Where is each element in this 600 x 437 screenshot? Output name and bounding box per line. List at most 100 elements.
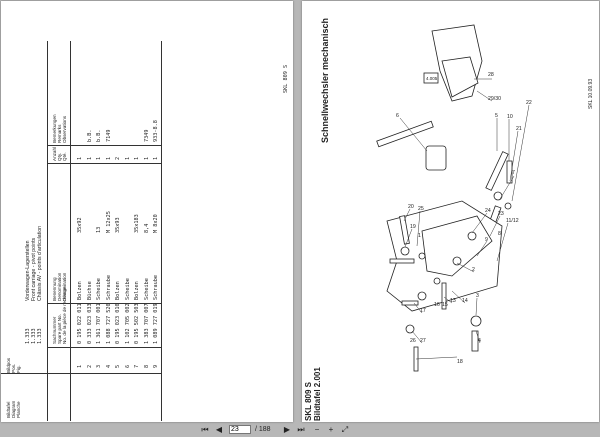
leader-lines	[399, 78, 530, 360]
row-dimension: 35x93	[115, 217, 121, 233]
callout-16: 16	[434, 302, 440, 308]
table-rule	[47, 145, 161, 146]
callout-9: 9	[485, 237, 488, 243]
callout-8: 8	[498, 231, 501, 237]
row-part-number: 1 383 707 007	[143, 303, 150, 344]
row-part-number: 1 088 727 520	[105, 303, 112, 344]
row-pos: 2	[86, 364, 93, 368]
callout-2: 2	[472, 267, 475, 273]
callout-4: 4	[478, 338, 481, 344]
callout-22: 22	[526, 100, 532, 106]
table-rule	[47, 303, 161, 304]
callout-6: 6	[396, 113, 399, 119]
header-text: Observations	[61, 115, 67, 143]
page-total: / 188	[255, 426, 271, 433]
row-qty: 1	[153, 156, 159, 160]
row-qty: 1	[124, 156, 131, 160]
fit-page-icon[interactable]: ⤢	[341, 425, 349, 434]
section-titles: Vorderwagen-Lagerstellen Front carriage …	[25, 226, 43, 301]
doc-code: SKL 809 S	[283, 64, 289, 93]
inset-label: 4.005	[426, 76, 438, 81]
row-qty: 1	[143, 156, 150, 160]
row-part-number: 1 102 705 002	[124, 303, 131, 344]
row-remark: 933-8.8	[153, 120, 159, 142]
row-pos: 5	[115, 364, 121, 368]
row-denomination: Scheibe	[124, 278, 131, 300]
callout-24: 24	[485, 208, 491, 214]
table-rule	[161, 41, 162, 421]
callout-15: 15	[442, 302, 448, 308]
table-rule	[47, 347, 161, 348]
row-pos: 7	[134, 364, 140, 368]
row-denomination: Scheibe	[143, 278, 150, 300]
row-part-number: 0 195 022 011	[77, 303, 83, 344]
header-text: Dénomination	[61, 272, 67, 301]
callout-11-12: 11/12	[506, 218, 519, 224]
callout-13: 13	[450, 298, 456, 304]
callout-19: 19	[410, 224, 416, 230]
row-remark: 7349	[143, 129, 150, 143]
first-page-icon[interactable]: ⏮	[201, 425, 209, 434]
row-dimension: 8,4	[143, 223, 150, 233]
header-text: Qté.	[61, 152, 67, 161]
zoom-out-icon[interactable]: −	[314, 425, 320, 434]
row-qty: 1	[134, 156, 140, 160]
row-pos: 8	[143, 364, 150, 368]
callout-21: 21	[516, 126, 522, 132]
row-part-number: 0 195 502 503	[134, 303, 140, 344]
last-page-icon[interactable]: ⏭	[297, 425, 305, 434]
row-dimension: 35x92	[77, 217, 83, 233]
header-bildtafel: Bildtafel Diagram Planche	[6, 401, 21, 418]
row-qty: 1	[105, 156, 112, 160]
row-denomination: Scheibe	[96, 278, 102, 300]
table-rule	[1, 373, 161, 374]
row-part-number: 0 195 023 010	[115, 303, 121, 344]
row-denomination: Schraube	[105, 275, 112, 300]
callout-27: 27	[420, 338, 426, 344]
row-part-number: 0 333 023 033	[86, 303, 93, 344]
diagram-page: SKL 10.09.93 Schnellwechsler mechanisch …	[302, 1, 599, 422]
viewer-toolbar: ⏮ ◀ / 188 ▶ ⏭ − + ⤢	[0, 423, 600, 437]
row-qty: 2	[115, 156, 121, 160]
next-page-icon[interactable]: ▶	[283, 425, 291, 434]
zoom-in-icon[interactable]: +	[328, 425, 334, 434]
callout-25: 25	[418, 206, 424, 212]
section-codes: 1.333 1.333 1.333	[25, 328, 43, 344]
row-dimension: M 8x20	[153, 214, 159, 233]
row-part-number: 1 361 707 001	[96, 303, 102, 344]
row-pos: 9	[153, 364, 159, 368]
row-qty: 1	[77, 156, 83, 160]
table-rule	[70, 41, 71, 421]
header-text: Planche	[15, 401, 21, 418]
row-part-number: 1 089 727 019	[153, 303, 159, 344]
row-denomination: Bolzen	[115, 281, 121, 300]
table-rule	[47, 163, 161, 164]
callout-18: 18	[457, 359, 463, 365]
page-number-input[interactable]	[229, 425, 251, 434]
section-title: Châssis AV - points d'articulation	[37, 226, 43, 301]
header-bem: Bemerkungen Remarks Observations	[52, 114, 67, 143]
callout-26: 26	[410, 338, 416, 344]
pin-6	[376, 120, 447, 171]
row-pos: 4	[105, 364, 112, 368]
row-dimension: 35x183	[134, 214, 140, 233]
row-remark: b.B.	[86, 129, 93, 143]
callout-28: 28	[488, 72, 494, 78]
row-remark: b.B.	[96, 129, 102, 143]
row-denomination: Büchse	[86, 281, 93, 300]
row-pos: 6	[124, 364, 131, 368]
callout-14: 14	[462, 298, 468, 304]
callout-20: 20	[408, 204, 414, 210]
row-pos: 1	[77, 364, 83, 368]
section-code: 1.333	[37, 328, 43, 344]
row-dimension: 13	[96, 226, 102, 233]
header-ben: Benennung Denomination Dénomination	[52, 272, 67, 301]
exploded-diagram: 4.005	[376, 24, 532, 372]
header-pos: Bildpos Pos. Fig.	[6, 358, 21, 373]
prev-page-icon[interactable]: ◀	[215, 425, 223, 434]
row-denomination: Bolzen	[77, 281, 83, 300]
parts-list-page: Bildtafel Diagram Planche Bildpos Pos. F…	[1, 1, 293, 422]
main-frame	[386, 200, 503, 312]
header-anz: Anzahl Qty. Qté.	[52, 147, 67, 161]
table-rule	[47, 41, 48, 421]
